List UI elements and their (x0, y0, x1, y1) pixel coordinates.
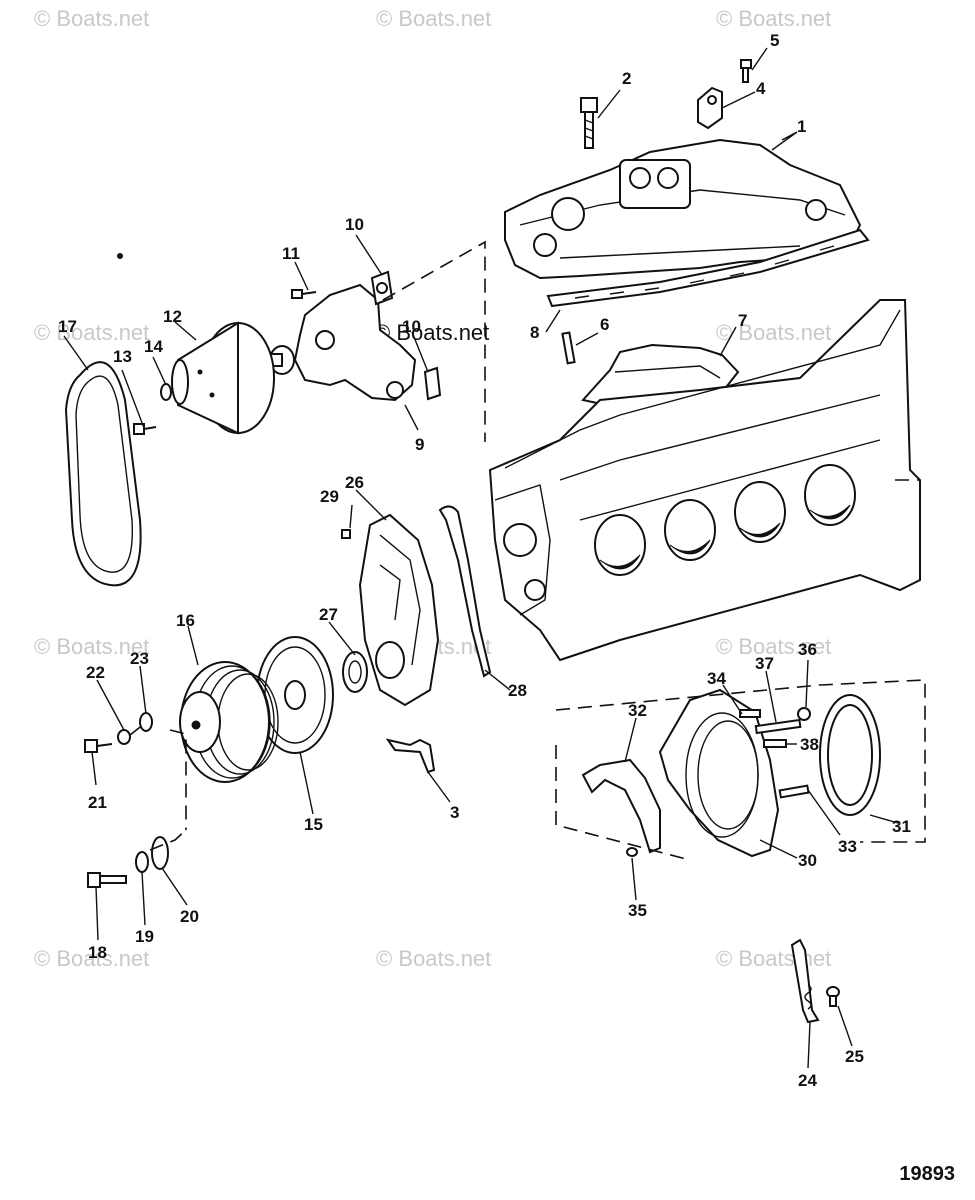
callout-32: 32 (628, 701, 647, 720)
washer[interactable] (139, 712, 153, 732)
bracket[interactable] (697, 86, 723, 130)
callout-7: 7 (738, 311, 747, 330)
callout-labels: 1 2 3 4 5 6 7 8 9 10 11 12 13 14 15 16 1… (58, 31, 911, 1090)
timing-pointer[interactable] (385, 738, 436, 774)
callout-37: 37 (755, 654, 774, 673)
crankshaft-pulley[interactable] (179, 661, 279, 783)
callout-26: 26 (345, 473, 364, 492)
callout-29: 29 (320, 487, 339, 506)
callout-24: 24 (798, 1071, 817, 1090)
callout-33: 33 (838, 837, 857, 856)
callout-19: 19 (135, 927, 154, 946)
drive-belt[interactable] (64, 361, 142, 587)
assembly-guide-lines (129, 240, 926, 861)
screw[interactable] (763, 739, 787, 748)
callout-13: 13 (113, 347, 132, 366)
callout-16: 16 (176, 611, 195, 630)
screw[interactable] (739, 709, 761, 718)
callout-5: 5 (770, 31, 779, 50)
watermark: © Boats.net (34, 6, 150, 31)
callout-6: 6 (600, 315, 609, 334)
water-pump-gasket-lower[interactable] (423, 366, 442, 401)
watermark: © Boats.net (716, 946, 832, 971)
callout-3: 3 (450, 803, 459, 822)
engine-block[interactable] (488, 299, 921, 662)
rear-main-seal[interactable] (819, 694, 881, 816)
intake-gasket[interactable] (546, 228, 870, 308)
watermark: © Boats.net (716, 6, 832, 31)
callout-18: 18 (88, 943, 107, 962)
screw[interactable] (826, 986, 840, 1007)
callout-1: 1 (797, 117, 806, 136)
nut[interactable] (797, 707, 811, 721)
water-pump-pulley[interactable] (171, 321, 275, 435)
front-seal[interactable] (342, 651, 368, 693)
screw[interactable] (341, 529, 351, 539)
callout-10-lower: 10 (402, 317, 421, 336)
callout-30: 30 (798, 851, 817, 870)
bolt[interactable] (84, 739, 113, 753)
drawing-number: 19893 (899, 1163, 955, 1185)
callout-4: 4 (756, 79, 766, 98)
stud[interactable] (754, 718, 802, 735)
callout-9: 9 (415, 435, 424, 454)
washer[interactable] (135, 851, 149, 873)
screw[interactable] (133, 423, 157, 435)
screw[interactable] (740, 59, 752, 83)
callout-38: 38 (800, 735, 819, 754)
dipstick-tube[interactable] (790, 938, 820, 1024)
callout-20: 20 (180, 907, 199, 926)
callout-35: 35 (628, 901, 647, 920)
watermark: © Boats.net (376, 946, 492, 971)
callout-23: 23 (130, 649, 149, 668)
watermark: © Boats.net (716, 634, 832, 659)
callout-17: 17 (58, 317, 77, 336)
callout-10: 10 (345, 215, 364, 234)
watermark: © Boats.net (34, 634, 150, 659)
callout-28: 28 (508, 681, 527, 700)
callout-36: 36 (798, 640, 817, 659)
callout-31: 31 (892, 817, 911, 836)
pulley-plate[interactable] (151, 836, 169, 870)
stud[interactable] (561, 331, 576, 365)
watermark: © Boats.net (34, 320, 150, 345)
dowel-pin[interactable] (626, 847, 638, 857)
bolt[interactable] (580, 97, 598, 149)
washer[interactable] (160, 383, 172, 401)
callout-8: 8 (530, 323, 539, 342)
retainer-gasket[interactable] (581, 758, 661, 854)
leader-lines (63, 47, 899, 1069)
callout-27: 27 (319, 605, 338, 624)
callout-2: 2 (622, 69, 631, 88)
callout-11: 11 (282, 244, 300, 263)
callout-22: 22 (86, 663, 105, 682)
bolt[interactable] (87, 872, 127, 888)
callout-34: 34 (707, 669, 726, 688)
timing-cover-gasket[interactable] (438, 505, 492, 678)
nut[interactable] (117, 729, 131, 745)
callout-25: 25 (845, 1047, 864, 1066)
callout-12: 12 (163, 307, 182, 326)
screw[interactable] (778, 784, 810, 799)
watermark: © Boats.net (716, 320, 832, 345)
watermark: © Boats.net (34, 946, 150, 971)
screw[interactable] (291, 289, 317, 299)
rear-seal-retainer[interactable] (658, 688, 780, 858)
water-pump-gasket[interactable] (370, 270, 394, 306)
callout-14: 14 (144, 337, 163, 356)
callout-15: 15 (304, 815, 323, 834)
timing-cover[interactable] (358, 513, 440, 707)
watermark: © Boats.net (376, 6, 492, 31)
water-pump[interactable] (261, 283, 417, 402)
stray-mark (117, 253, 123, 259)
callout-21: 21 (88, 793, 107, 812)
